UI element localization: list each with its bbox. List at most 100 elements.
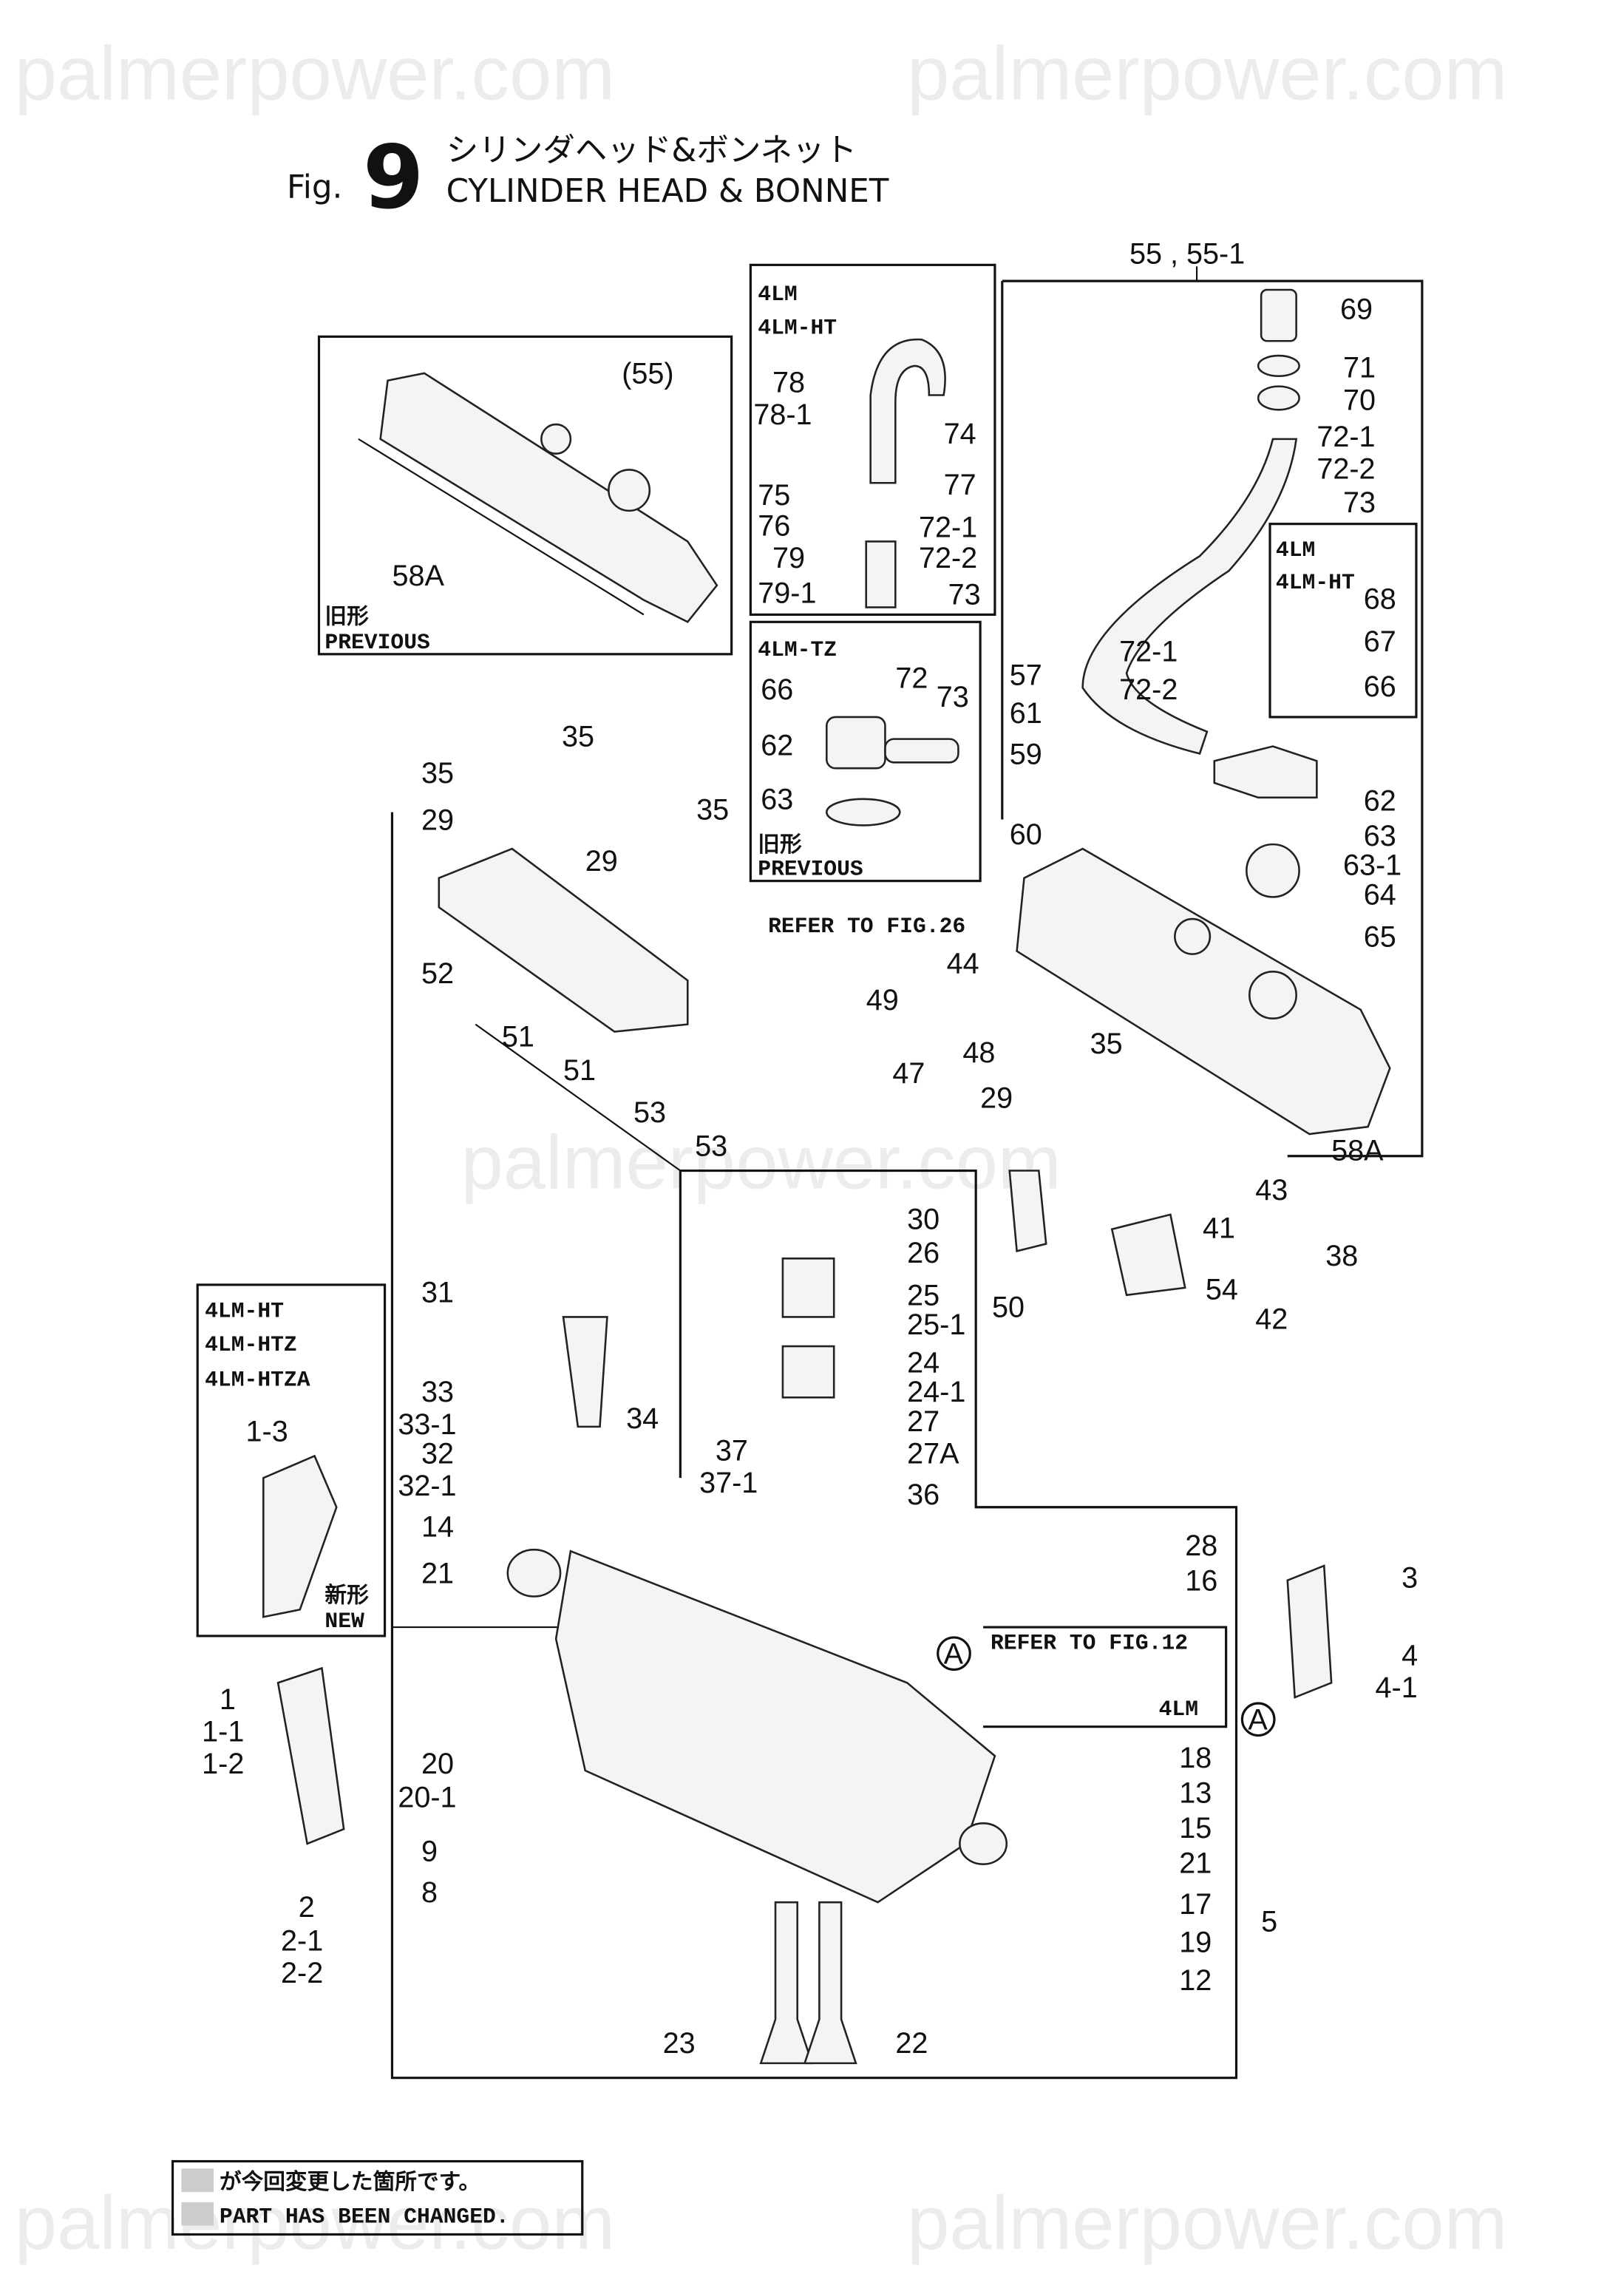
part-label: 35 (562, 721, 594, 753)
part-label: 25 (907, 1280, 940, 1312)
tag-new-jp: 新形 (325, 1583, 369, 1609)
tag-previous-jp: 旧形 (325, 604, 369, 630)
part-label: 1-1 (202, 1715, 244, 1748)
model-label: 4LM-HTZ (205, 1332, 297, 1357)
part-label: 31 (421, 1277, 454, 1309)
part-label: 73 (937, 681, 969, 713)
part-label: 71 (1343, 352, 1376, 384)
part-label: 70 (1343, 384, 1376, 416)
part-label: 2-1 (281, 1924, 323, 1957)
model-label: 4LM-TZ (758, 637, 837, 662)
part-label: 27A (907, 1437, 959, 1470)
part-label: 29 (421, 804, 454, 836)
part-label: 18 (1179, 1742, 1212, 1774)
part-label: 73 (948, 579, 981, 611)
part-label: 78-1 (753, 398, 812, 431)
part-label: 20-1 (398, 1782, 456, 1814)
part-label: 52 (421, 957, 454, 990)
part-label: 15 (1179, 1812, 1212, 1844)
part-label: 48 (962, 1036, 995, 1069)
part-label: 63 (761, 784, 793, 816)
part-label: 75 (758, 479, 790, 512)
part-label: 20 (421, 1748, 454, 1780)
part-label: 62 (761, 729, 793, 761)
part-label: 4 (1402, 1640, 1418, 1672)
part-label: 44 (947, 947, 979, 980)
part-label: 27 (907, 1405, 940, 1438)
bonnet-group: 55 , 55-1 4LM 4LM-HT (1001, 237, 1424, 1158)
part-label: 72-1 (1316, 421, 1375, 453)
fig-number: 9 (363, 127, 424, 229)
label: (55) (622, 358, 673, 390)
title-japanese: シリンダヘッド&ボンネット (446, 132, 857, 169)
watermark: palmerpower.com (461, 1119, 1061, 1204)
part-label: 1 (220, 1683, 236, 1716)
part-label: 26 (907, 1237, 940, 1269)
part-label: 21 (1179, 1847, 1212, 1880)
watermark: palmerpower.com (907, 31, 1507, 116)
inset-refer-fig12: REFER TO FIG.12 4LM A A (937, 1626, 1276, 1737)
part-label: 35 (1090, 1028, 1123, 1060)
watermarks: palmerpower.com palmerpower.com palmerpo… (15, 31, 1508, 2266)
bonnet-group-label: 55 , 55-1 (1129, 237, 1245, 270)
model-label: 4LM (1159, 1697, 1198, 1722)
inset-breather-4lmtz: 4LM-TZ 旧形 PREVIOUS (749, 620, 982, 883)
part-label: 19 (1179, 1926, 1212, 1958)
model-label: 4LM (758, 282, 797, 307)
part-label: 35 (421, 757, 454, 790)
part-label: 51 (502, 1020, 534, 1053)
part-label: 24 (907, 1347, 940, 1379)
part-label: 32-1 (398, 1470, 456, 1502)
part-label: 3 (1402, 1562, 1418, 1595)
part-label: 68 (1364, 583, 1396, 615)
part-label: 66 (761, 673, 793, 706)
tag-previous-jp: 旧形 (758, 832, 802, 858)
part-label: 8 (421, 1876, 438, 1909)
refer-fig26: REFER TO FIG.26 (768, 914, 965, 939)
part-label: 34 (626, 1402, 659, 1435)
part-label: 66 (1364, 671, 1396, 703)
watermark: palmerpower.com (15, 31, 615, 116)
part-label: 30 (907, 1204, 940, 1236)
model-label: 4LM-HT (1276, 570, 1355, 595)
part-label: 79 (772, 542, 805, 574)
label: 58A (392, 560, 444, 592)
part-label: 2-2 (281, 1957, 323, 1989)
part-label: 22 (895, 2027, 928, 2060)
watermark: palmerpower.com (907, 2180, 1507, 2265)
label: 1-3 (246, 1416, 288, 1448)
refer-fig12: REFER TO FIG.12 (991, 1631, 1188, 1656)
part-label: 1-2 (202, 1748, 244, 1780)
part-label: 47 (892, 1057, 925, 1090)
fig-prefix: Fig. (287, 169, 342, 206)
part-label: 33 (421, 1376, 454, 1408)
part-label: 12 (1179, 1964, 1212, 1997)
part-label: 74 (944, 418, 976, 450)
part-label: 69 (1340, 293, 1373, 326)
part-label: 28 (1185, 1530, 1217, 1562)
part-label: 72-2 (1119, 673, 1178, 706)
part-label: 62 (1364, 785, 1396, 818)
part-label: 9 (421, 1836, 438, 1868)
part-label: 23 (663, 2027, 696, 2060)
part-label: 16 (1185, 1565, 1217, 1598)
part-label: 59 (1010, 738, 1042, 770)
part-label: 29 (585, 845, 618, 878)
tag-new: NEW (325, 1609, 364, 1634)
part-label: 60 (1010, 818, 1042, 851)
part-label: 36 (907, 1479, 940, 1511)
part-label: 72-2 (1316, 452, 1375, 485)
part-label: 50 (992, 1291, 1025, 1323)
figure-title: Fig. 9 シリンダヘッド&ボンネット CYLINDER HEAD & BON… (287, 127, 889, 229)
callout-a: A (944, 1638, 964, 1671)
part-label: 4-1 (1376, 1671, 1418, 1704)
callout-a: A (1248, 1704, 1268, 1737)
part-label: 24-1 (907, 1376, 965, 1408)
changed-marker-swatch (181, 2202, 214, 2226)
part-label: 61 (1010, 697, 1042, 730)
inset-previous-bonnet: (55) 58A 旧形 PREVIOUS (317, 335, 733, 656)
footnote-english: PART HAS BEEN CHANGED. (220, 2205, 509, 2230)
part-label: 35 (696, 793, 729, 826)
part-label: 37-1 (699, 1467, 758, 1499)
